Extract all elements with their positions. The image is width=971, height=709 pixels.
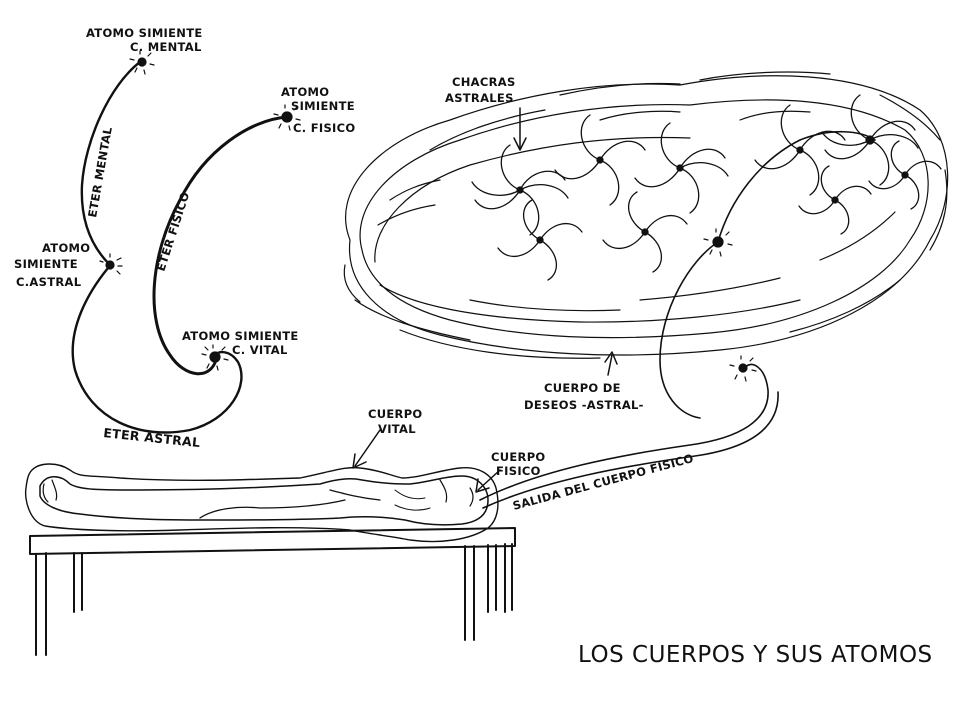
diagram-title: LOS CUERPOS Y SUS ATOMOS xyxy=(578,642,933,668)
label-atomo-mental-1: ATOMO SIMIENTE xyxy=(86,26,203,40)
label-atomo-astral-1: ATOMO xyxy=(42,241,90,255)
exit-cord xyxy=(479,130,876,509)
chacra-6 xyxy=(754,104,846,196)
label-cuerpo-deseos-2: DESEOS -ASTRAL- xyxy=(524,398,644,412)
chacra-5 xyxy=(602,191,688,273)
arrow-cuerpo-vital xyxy=(352,429,381,469)
label-atomo-astral-2: SIMIENTE xyxy=(14,257,78,271)
chacra-8 xyxy=(868,140,942,210)
label-cuerpo-fisico-1: CUERPO xyxy=(491,450,546,464)
astral-cloud xyxy=(343,71,949,359)
chacra-swirls xyxy=(471,94,942,281)
label-cuerpo-vital-1: CUERPO xyxy=(368,407,423,421)
label-eter-mental: ETER MENTAL xyxy=(85,125,115,218)
chacra-1 xyxy=(471,144,569,236)
label-cuerpo-vital-2: VITAL xyxy=(378,422,416,436)
atomo-astral-icon xyxy=(99,253,123,275)
label-eter-astral: ETER ASTRAL xyxy=(103,425,201,450)
label-chacras-2: ASTRALES xyxy=(445,91,514,105)
label-atomo-astral-3: C.ASTRAL xyxy=(16,275,82,289)
label-cuerpo-fisico-2: FISICO xyxy=(496,464,541,478)
label-atomo-mental-2: C. MENTAL xyxy=(130,40,202,54)
atomo-fisico-icon xyxy=(273,104,301,131)
vital-aura xyxy=(24,463,499,543)
eter-mental-curve xyxy=(80,60,142,267)
label-atomo-fisico-3: C. FISICO xyxy=(293,121,355,135)
label-atomo-vital-1: ATOMO SIMIENTE xyxy=(182,329,299,343)
label-eter-fisico: ETER FISICO xyxy=(154,190,193,273)
atomo-mental-icon xyxy=(129,50,155,75)
chacra-9 xyxy=(798,165,872,235)
arrow-cuerpo-fisico xyxy=(475,469,501,493)
chacra-2 xyxy=(497,199,583,281)
ether-curves xyxy=(71,60,289,434)
arrow-cuerpo-deseos xyxy=(604,351,618,376)
table xyxy=(29,527,516,656)
label-atomo-vital-2: C. VITAL xyxy=(232,343,288,357)
physical-body xyxy=(39,475,489,526)
chacra-3 xyxy=(554,114,646,206)
pointer-arrows xyxy=(352,107,618,493)
atomo-exit-icon xyxy=(729,355,757,382)
label-atomo-fisico-2: SIMIENTE xyxy=(291,99,355,113)
label-cuerpo-deseos-1: CUERPO DE xyxy=(544,381,621,395)
chacra-7 xyxy=(821,94,919,186)
seed-atoms xyxy=(99,50,757,382)
eter-fisico-curve xyxy=(152,115,289,376)
arrow-chacras xyxy=(513,107,527,151)
chacra-4 xyxy=(634,122,729,214)
label-atomo-fisico-1: ATOMO xyxy=(281,85,329,99)
eter-astral-curve xyxy=(71,266,243,434)
body xyxy=(24,463,499,543)
label-chacras-1: CHACRAS xyxy=(452,75,516,89)
atomo-vital-icon xyxy=(201,344,229,371)
